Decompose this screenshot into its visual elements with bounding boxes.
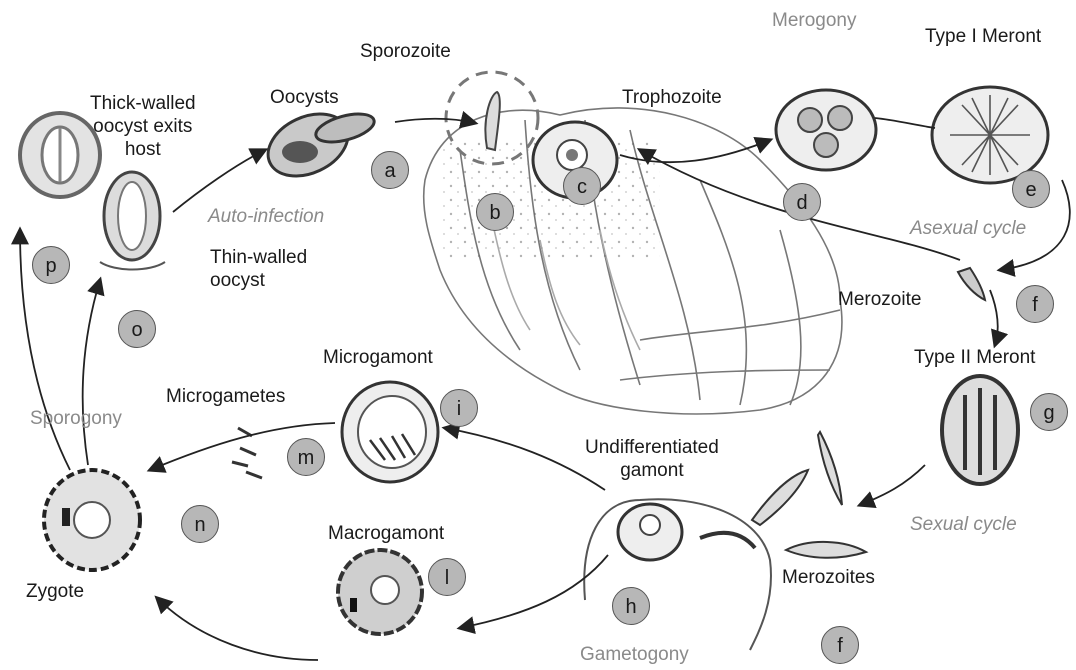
microgamont-illustration [342, 382, 438, 482]
merogony-d-illustration [776, 90, 876, 170]
zygote-illustration [44, 470, 140, 570]
badge-f-merozoites: f [821, 626, 859, 664]
phase-sporogony: Sporogony [30, 408, 122, 430]
label-oocysts: Oocysts [270, 86, 339, 109]
thick-walled-oocyst-illustration [20, 113, 100, 197]
merozoite-illustration [958, 268, 985, 300]
label-zygote: Zygote [26, 580, 84, 603]
thin-walled-oocyst-illustration [100, 172, 165, 270]
badge-f-merozoite: f [1016, 285, 1054, 323]
label-sporozoite: Sporozoite [360, 40, 451, 63]
badge-e: e [1012, 170, 1050, 208]
badge-i: i [440, 389, 478, 427]
label-trophozoite: Trophozoite [622, 86, 722, 109]
phase-sexual-cycle: Sexual cycle [910, 514, 1017, 536]
badge-a: a [371, 151, 409, 189]
label-merozoites: Merozoites [782, 566, 875, 589]
badge-h: h [612, 587, 650, 625]
badge-l: l [428, 558, 466, 596]
undifferentiated-gamont-illustration [584, 499, 771, 650]
label-thin-walled-oocyst: Thin-walled oocyst [210, 246, 307, 292]
label-macrogamont: Macrogamont [328, 522, 444, 545]
label-undifferentiated-gamont: Undifferentiated gamont [585, 436, 719, 482]
badge-p: p [32, 246, 70, 284]
phase-asexual-cycle: Asexual cycle [910, 218, 1026, 240]
phase-merogony: Merogony [772, 10, 857, 32]
badge-o: o [118, 310, 156, 348]
type-1-meront-illustration [932, 87, 1048, 183]
badge-m: m [287, 438, 325, 476]
badge-c: c [563, 167, 601, 205]
label-type-2-meront: Type II Meront [914, 346, 1035, 369]
phase-auto-infection: Auto-infection [208, 206, 324, 228]
badge-g: g [1030, 393, 1068, 431]
label-thick-walled-oocyst: Thick-walled oocyst exits host [90, 92, 196, 161]
badge-b: b [476, 193, 514, 231]
label-microgametes: Microgametes [166, 385, 285, 408]
macrogamont-illustration [338, 550, 422, 634]
phase-gametogony: Gametogony [580, 644, 689, 666]
merozoites-illustration [752, 432, 866, 558]
type-2-meront-illustration [942, 376, 1018, 484]
badge-d: d [783, 183, 821, 221]
label-microgamont: Microgamont [323, 346, 433, 369]
label-merozoite: Merozoite [838, 288, 921, 311]
label-type-1-meront: Type I Meront [925, 25, 1041, 48]
badge-n: n [181, 505, 219, 543]
oocysts-illustration [258, 102, 377, 188]
